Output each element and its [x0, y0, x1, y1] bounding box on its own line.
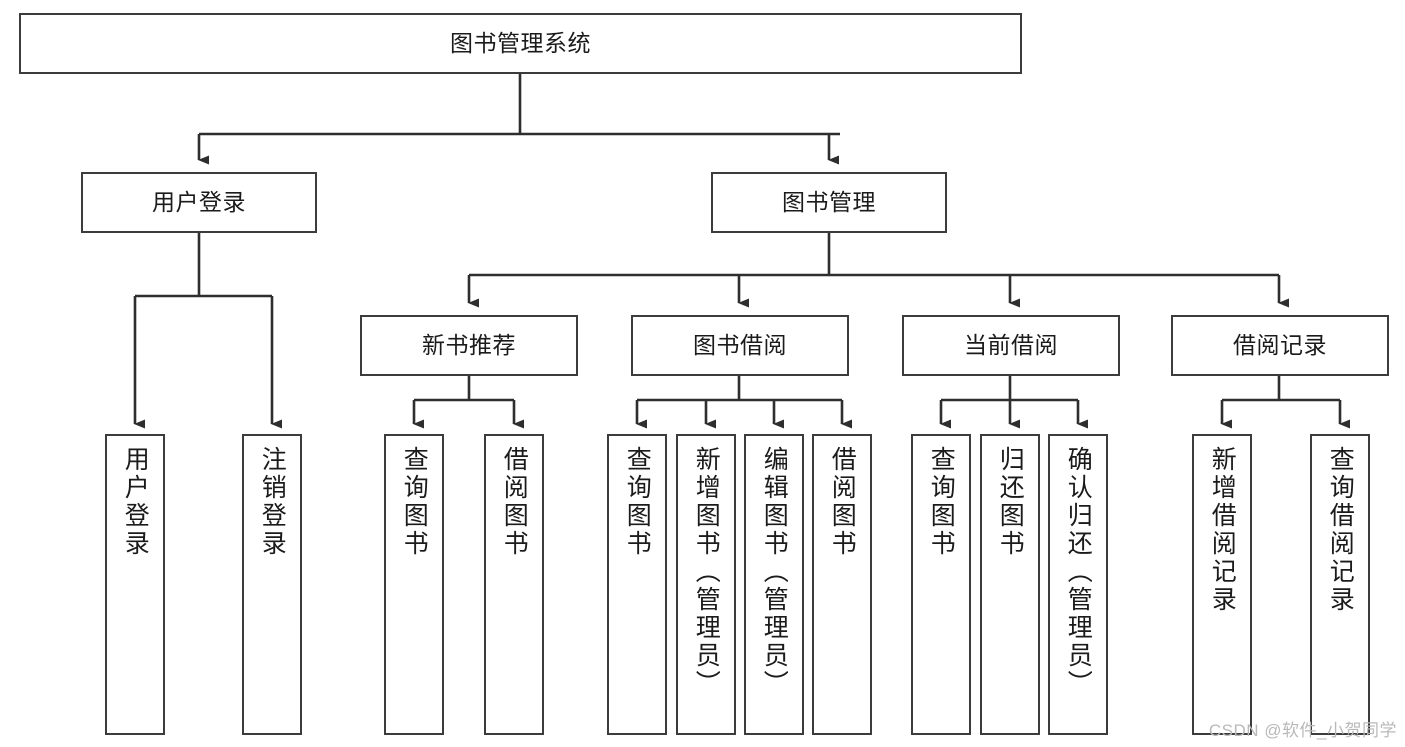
node-new-book-recommend[interactable]: 新书推荐 [360, 315, 578, 376]
leaf-book-borrow-query[interactable]: 查询图书 [607, 434, 667, 735]
leaf-user-login-login[interactable]: 用户登录 [105, 434, 165, 735]
leaf-current-borrow-return[interactable]: 归还图书 [980, 434, 1040, 735]
leaf-label: 用户登录 [121, 446, 150, 558]
leaf-user-login-logout[interactable]: 注销登录 [242, 434, 302, 735]
leaf-borrow-record-query[interactable]: 查询借阅记录 [1310, 434, 1370, 735]
leaf-book-borrow-edit[interactable]: 编辑图书（管理员） [744, 434, 804, 735]
node-user-login-label: 用户登录 [152, 188, 246, 215]
node-borrow-record-label: 借阅记录 [1233, 331, 1327, 358]
leaf-label: 查询图书 [927, 446, 956, 558]
leaf-new-book-borrow[interactable]: 借阅图书 [484, 434, 544, 735]
leaf-label: 查询图书 [623, 446, 652, 558]
leaf-current-borrow-query[interactable]: 查询图书 [911, 434, 971, 735]
node-new-book-recommend-label: 新书推荐 [422, 331, 516, 358]
leaf-book-borrow-borrow[interactable]: 借阅图书 [812, 434, 872, 735]
leaf-label: 查询借阅记录 [1326, 446, 1355, 614]
node-current-borrow[interactable]: 当前借阅 [902, 315, 1120, 376]
leaf-label: 编辑图书（管理员） [760, 446, 789, 698]
node-book-management[interactable]: 图书管理 [711, 172, 947, 233]
node-root[interactable]: 图书管理系统 [19, 13, 1022, 74]
leaf-book-borrow-add[interactable]: 新增图书（管理员） [676, 434, 736, 735]
node-current-borrow-label: 当前借阅 [964, 331, 1058, 358]
leaf-label: 借阅图书 [828, 446, 857, 558]
node-book-borrow-label: 图书借阅 [693, 331, 787, 358]
leaf-label: 注销登录 [258, 446, 287, 558]
leaf-label: 确认归还（管理员） [1064, 446, 1093, 698]
leaf-label: 查询图书 [400, 446, 429, 558]
node-book-management-label: 图书管理 [782, 188, 876, 215]
leaf-current-borrow-confirm[interactable]: 确认归还（管理员） [1048, 434, 1108, 735]
leaf-label: 借阅图书 [500, 446, 529, 558]
node-user-login[interactable]: 用户登录 [81, 172, 317, 233]
leaf-label: 新增图书（管理员） [692, 446, 721, 698]
leaf-label: 新增借阅记录 [1208, 446, 1237, 614]
node-root-label: 图书管理系统 [450, 29, 591, 56]
node-borrow-record[interactable]: 借阅记录 [1171, 315, 1389, 376]
leaf-new-book-query[interactable]: 查询图书 [384, 434, 444, 735]
leaf-borrow-record-add[interactable]: 新增借阅记录 [1192, 434, 1252, 735]
leaf-label: 归还图书 [996, 446, 1025, 558]
watermark: CSDN @软件_小贺同学 [1208, 721, 1397, 740]
node-book-borrow[interactable]: 图书借阅 [631, 315, 849, 376]
